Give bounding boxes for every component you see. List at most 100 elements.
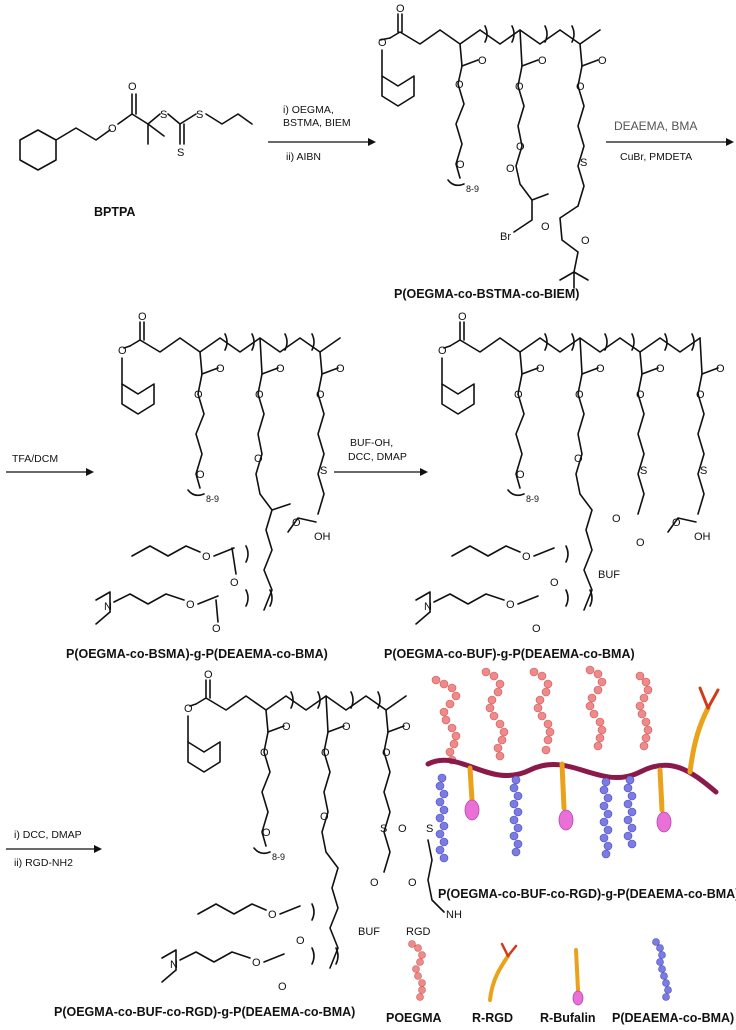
svg-text:S: S — [640, 465, 647, 477]
repeat-unit-label-3: 8-9 — [526, 494, 539, 504]
bptpa-s1: S — [160, 109, 167, 121]
graft-polymer-cartoon — [425, 665, 720, 863]
svg-text:O: O — [596, 363, 605, 375]
svg-text:O: O — [656, 363, 665, 375]
amine-n-3: N — [424, 601, 432, 613]
step4-condition-2: DCC, DMAP — [348, 451, 407, 463]
svg-text:O: O — [574, 453, 583, 465]
svg-text:O: O — [378, 37, 387, 49]
svg-text:O: O — [522, 551, 531, 563]
repeat-unit-label-4: 8-9 — [272, 852, 285, 862]
svg-text:O: O — [292, 517, 301, 529]
bufalin-arms — [464, 761, 672, 833]
svg-text:O: O — [612, 513, 621, 525]
legend-rgd-symbol — [488, 942, 518, 1002]
arrow-3-head — [86, 468, 94, 476]
svg-text:O: O — [204, 669, 213, 681]
svg-text:O: O — [184, 703, 193, 715]
svg-text:S: S — [380, 823, 387, 835]
cartoon-label: P(OEGMA-co-BUF-co-RGD)-g-P(DEAEMA-co-BMA… — [438, 887, 736, 901]
svg-text:O: O — [402, 721, 411, 733]
svg-text:O: O — [382, 747, 391, 759]
rgd-ligand — [687, 686, 720, 775]
svg-text:O: O — [316, 389, 325, 401]
legend-bufalin-symbol — [572, 948, 584, 1006]
svg-text:O: O — [396, 3, 405, 15]
svg-text:O: O — [516, 141, 525, 153]
svg-text:O: O — [576, 81, 585, 93]
svg-text:O: O — [515, 81, 524, 93]
svg-text:O: O — [138, 311, 147, 323]
step3-condition-1: TFA/DCM — [12, 453, 58, 465]
svg-text:O: O — [438, 345, 447, 357]
svg-text:O: O — [278, 981, 287, 993]
legend-pdeaema-symbol — [652, 938, 672, 1001]
carboxylic-acid-3: OH — [694, 531, 711, 543]
svg-text:O: O — [212, 623, 221, 635]
legend-bufalin-label: R-Bufalin — [540, 1011, 596, 1025]
step5-condition-2: ii) RGD-NH2 — [14, 857, 73, 869]
repeat-unit-label-2: 8-9 — [206, 494, 219, 504]
amine-n-2: N — [104, 601, 112, 613]
pdeaema-bma-chains — [435, 773, 637, 863]
svg-text:O: O — [532, 623, 541, 635]
svg-text:O: O — [321, 747, 330, 759]
svg-text:O: O — [252, 957, 261, 969]
svg-text:O: O — [455, 79, 464, 91]
polymer1-structure: O O O O O O O 8-9 O O O Br O S O O — [378, 3, 607, 289]
legend-poegma-label: POEGMA — [386, 1011, 442, 1025]
legend-rgd-label: R-RGD — [472, 1011, 513, 1025]
svg-text:O: O — [118, 345, 127, 357]
bptpa-structure: O O S S S — [19, 81, 253, 171]
svg-text:S: S — [320, 465, 327, 477]
svg-text:O: O — [260, 747, 269, 759]
svg-text:O: O — [696, 389, 705, 401]
svg-text:O: O — [636, 537, 645, 549]
svg-text:O: O — [398, 823, 407, 835]
svg-text:O: O — [541, 221, 550, 233]
bptpa-label: BPTPA — [94, 205, 135, 219]
svg-text:O: O — [282, 721, 291, 733]
svg-text:O: O — [216, 363, 225, 375]
buf-ester: BUF — [598, 569, 620, 581]
svg-text:O: O — [581, 235, 590, 247]
legend-poegma-symbol — [408, 940, 426, 1001]
bptpa-ester-o: O — [108, 123, 117, 135]
legend: POEGMA R-RGD R-Bufalin P(DEAEMA-co-BMA) — [386, 938, 734, 1025]
step2-condition-2: CuBr, PMDETA — [620, 151, 692, 163]
polymer4-structure: O O O O O O O 8-9 O O O S O O BUF S O NH… — [161, 669, 462, 993]
svg-text:O: O — [255, 389, 264, 401]
svg-text:O: O — [408, 877, 417, 889]
arrow-2-head — [726, 138, 734, 146]
arrow-5-head — [94, 845, 102, 853]
svg-text:O: O — [202, 551, 211, 563]
amine-n-4: N — [170, 959, 178, 971]
svg-text:O: O — [342, 721, 351, 733]
polymer1-label: P(OEGMA-co-BSTMA-co-BIEM) — [394, 287, 579, 301]
poegma-chains — [431, 665, 653, 765]
svg-text:O: O — [458, 311, 467, 323]
buf-ester-4: BUF — [358, 926, 380, 938]
svg-text:O: O — [478, 55, 487, 67]
step4-condition-1: BUF-OH, — [350, 437, 393, 449]
svg-text:O: O — [536, 363, 545, 375]
svg-text:O: O — [230, 577, 239, 589]
polymer4-label: P(OEGMA-co-BUF-co-RGD)-g-P(DEAEMA-co-BMA… — [54, 1005, 355, 1019]
arrow-4-head — [420, 468, 428, 476]
svg-text:O: O — [550, 577, 559, 589]
svg-text:O: O — [196, 469, 205, 481]
step2-condition-1: DEAEMA, BMA — [614, 119, 697, 133]
svg-text:O: O — [506, 599, 515, 611]
amide-nh: NH — [446, 909, 462, 921]
carboxylic-acid-2: OH — [314, 531, 331, 543]
svg-text:O: O — [276, 363, 285, 375]
bptpa-carbonyl-o: O — [128, 81, 137, 93]
svg-text:S: S — [580, 157, 587, 169]
svg-text:O: O — [716, 363, 725, 375]
bromine: Br — [500, 231, 511, 243]
svg-text:O: O — [636, 389, 645, 401]
svg-text:O: O — [370, 877, 379, 889]
svg-text:O: O — [672, 517, 681, 529]
svg-text:O: O — [336, 363, 345, 375]
